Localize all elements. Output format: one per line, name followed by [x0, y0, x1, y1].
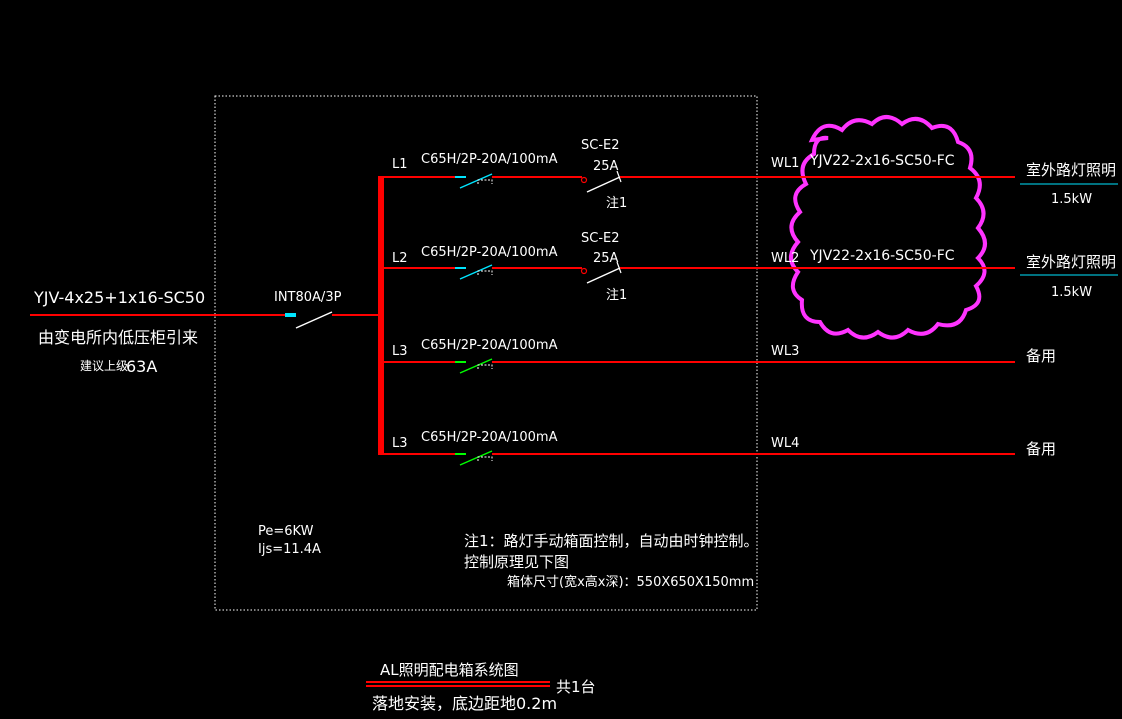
circuit-wl4	[381, 450, 1015, 466]
box-size-note: 箱体尺寸(宽x高x深)：550X650X150mm	[507, 574, 754, 590]
ijs-param: Ijs=11.4A	[258, 542, 321, 557]
load-label: 室外路灯照明	[1026, 161, 1116, 179]
phase-label: L3	[392, 344, 408, 359]
load-label: 备用	[1026, 347, 1056, 365]
load-power: 1.5kW	[1051, 285, 1092, 300]
contactor-lever	[616, 170, 622, 183]
circuit-id: WL3	[771, 344, 799, 359]
breaker-blade	[459, 173, 493, 189]
incoming-cable-label: YJV-4x25+1x16-SC50	[33, 288, 205, 307]
circuit-wl3	[381, 358, 1015, 374]
upstream-prefix-label: 建议上级	[80, 359, 128, 373]
contactor-blade	[586, 267, 621, 284]
main-breaker-blade	[295, 311, 333, 329]
breaker-aux	[477, 364, 493, 369]
contactor-terminal	[580, 176, 588, 184]
note-line-1: 注1：路灯手动箱面控制，自动由时钟控制。	[464, 532, 759, 550]
contactor-label: SC-E2	[581, 138, 620, 153]
note-ref: 注1	[606, 288, 627, 303]
contactor-label: SC-E2	[581, 231, 620, 246]
circuit-cable: YJV22-2x16-SC50-FC	[809, 153, 955, 169]
phase-label: L2	[392, 251, 408, 266]
circuit-id: WL1	[771, 156, 799, 171]
phase-label: L3	[392, 436, 408, 451]
note-ref: 注1	[606, 196, 627, 211]
incoming-source-label: 由变电所内低压柜引来	[38, 328, 198, 347]
panel-frame	[214, 95, 758, 611]
breaker-label: C65H/2P-20A/100mA	[421, 152, 558, 167]
revision-cloud	[789, 115, 987, 340]
note-line-2: 控制原理见下图	[464, 553, 569, 571]
circuit-cable: YJV22-2x16-SC50-FC	[809, 248, 955, 264]
breaker-label: C65H/2P-20A/100mA	[421, 430, 558, 445]
circuit-id: WL4	[771, 436, 799, 451]
upstream-value-label: 63A	[126, 357, 157, 376]
contactor-lever	[616, 261, 622, 274]
breaker-blade	[459, 264, 493, 280]
load-label: 备用	[1026, 440, 1056, 458]
breaker-blade	[459, 358, 493, 374]
contactor-rating: 25A	[593, 159, 619, 174]
breaker-label: C65H/2P-20A/100mA	[421, 338, 558, 353]
circuit-wl1	[381, 170, 1015, 193]
contactor-terminal	[580, 267, 588, 275]
breaker-aux	[477, 456, 493, 461]
circuit-wl2	[381, 261, 1015, 284]
drawing-title: AL照明配电箱系统图	[380, 661, 519, 679]
load-power: 1.5kW	[1051, 192, 1092, 207]
breaker-blade	[459, 450, 493, 466]
quantity-label: 共1台	[556, 678, 596, 696]
main-breaker-label: INT80A/3P	[274, 290, 342, 305]
load-label: 室外路灯照明	[1026, 253, 1116, 271]
breaker-aux	[477, 179, 493, 184]
contactor-blade	[586, 176, 621, 193]
contactor-rating: 25A	[593, 251, 619, 266]
install-note: 落地安装，底边距地0.2m	[372, 694, 557, 713]
phase-label: L1	[392, 157, 408, 172]
pe-param: Pe=6KW	[258, 524, 314, 539]
circuit-id: WL2	[771, 251, 799, 266]
breaker-aux	[477, 270, 493, 275]
breaker-label: C65H/2P-20A/100mA	[421, 245, 558, 260]
